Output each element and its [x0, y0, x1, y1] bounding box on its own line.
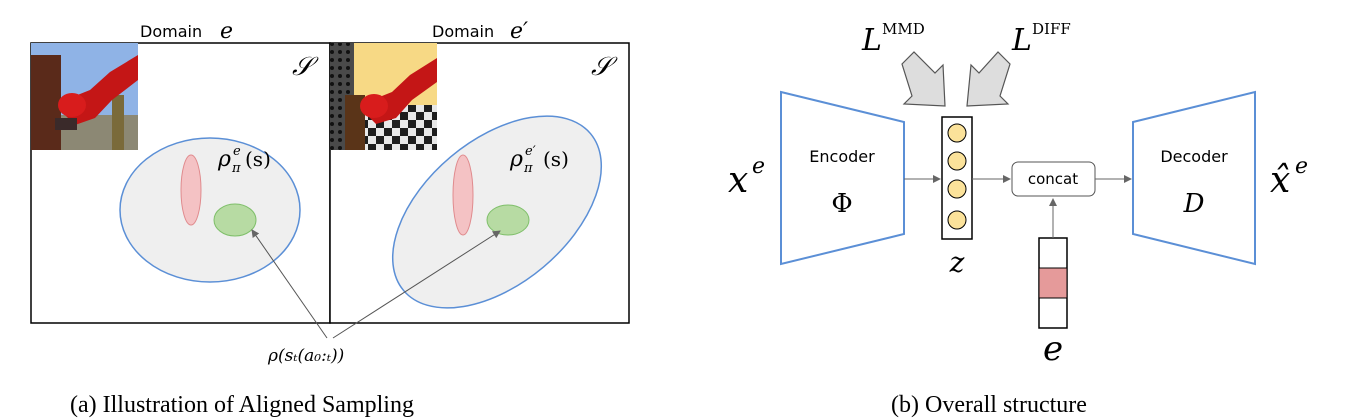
svg-text:e: e	[1295, 154, 1308, 179]
caption-a: (a) Illustration of Aligned Sampling	[70, 392, 414, 418]
green-region-left	[213, 203, 257, 237]
svg-text:e: e	[233, 144, 241, 159]
pointer-arrow-left	[251, 229, 328, 339]
domain-e-prime-symbol: e′	[510, 19, 528, 44]
svg-text:(s): (s)	[245, 147, 271, 171]
robot-image-left	[31, 43, 138, 150]
svg-text:e′: e′	[525, 144, 536, 159]
svg-text:DIFF: DIFF	[1032, 20, 1071, 38]
input-label: x e	[728, 154, 765, 201]
pointer-label: ρ(sₜ(a₀:ₜ))	[267, 346, 344, 366]
robot-image-right	[330, 43, 437, 150]
domain-e-symbol: e	[220, 19, 233, 44]
decoder-symbol: D	[1183, 189, 1205, 219]
loss-diff-arrow	[966, 51, 1011, 107]
encoder-label: Encoder	[809, 147, 875, 166]
svg-text:ρ: ρ	[217, 147, 231, 172]
latent-unit	[947, 210, 967, 230]
panel-b: x e Encoder Φ z L MMD L DIFF co	[728, 20, 1308, 418]
svg-text:π: π	[523, 161, 533, 176]
latent-label: z	[949, 246, 965, 279]
latent-unit	[947, 179, 967, 199]
concat-label: concat	[1028, 170, 1078, 188]
output-label: x̂ e	[1270, 154, 1308, 201]
svg-text:ρ: ρ	[509, 147, 523, 172]
domain-e-title: Domain	[140, 22, 202, 41]
svg-text:x: x	[728, 160, 748, 201]
svg-text:e: e	[752, 154, 765, 179]
distribution-ellipse-left	[119, 137, 301, 283]
domain-vector-active-cell	[1038, 267, 1068, 299]
latent-unit	[947, 123, 967, 143]
domain-e-prime-title: Domain	[432, 22, 494, 41]
encoder-trapezoid	[780, 90, 905, 266]
loss-diff-label: L DIFF	[1011, 20, 1071, 58]
encoder-symbol: Φ	[831, 189, 852, 219]
red-region-left	[180, 154, 202, 226]
domain-label: e	[1043, 329, 1063, 369]
red-region-right	[452, 154, 474, 236]
svg-text:MMD: MMD	[882, 20, 925, 38]
density-label-right: ρ e′ π (s)	[509, 144, 569, 176]
svg-text:π: π	[231, 161, 241, 176]
pointer-arrow-right	[332, 230, 501, 339]
decoder-label: Decoder	[1160, 147, 1228, 166]
loss-mmd-label: L MMD	[861, 20, 925, 58]
decoder-trapezoid	[1132, 90, 1256, 266]
density-label-left: ρ e π (s)	[217, 144, 271, 176]
svg-text:L: L	[1011, 23, 1032, 58]
svg-text:(s): (s)	[543, 147, 569, 171]
loss-mmd-arrow	[901, 51, 946, 107]
svg-text:x̂: x̂	[1270, 160, 1290, 201]
green-region-right	[486, 204, 530, 236]
latent-unit	[947, 151, 967, 171]
caption-b: (b) Overall structure	[891, 392, 1087, 418]
panel-a: Domain e Domain e′ 𝒮	[30, 19, 630, 418]
svg-text:L: L	[861, 23, 882, 58]
